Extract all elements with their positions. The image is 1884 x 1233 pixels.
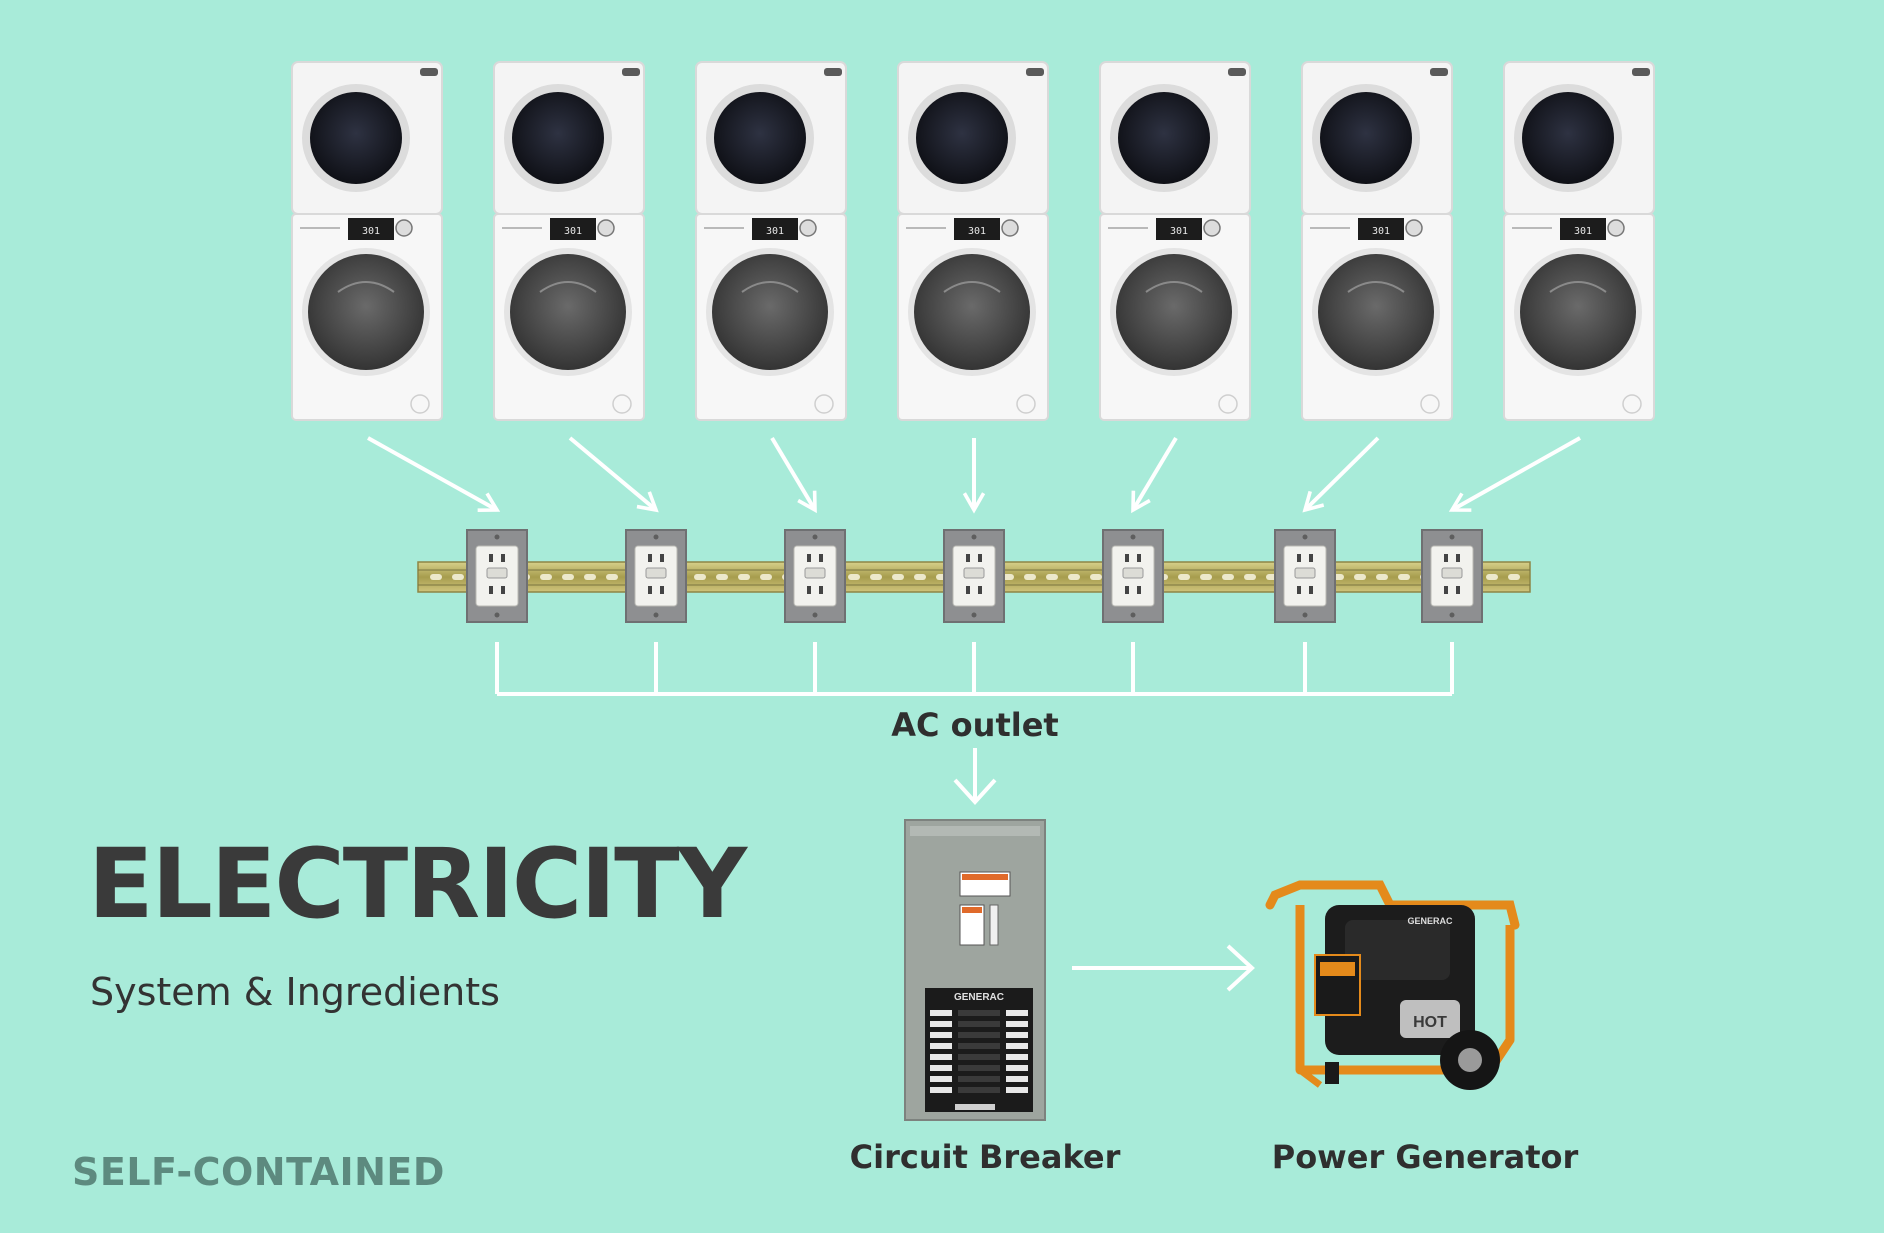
ac-outlet [625, 529, 687, 623]
dryer-door [1522, 92, 1614, 184]
washer-dryer-stacks: 301 301 301 301 301 301 301 [291, 61, 1655, 421]
circuit-breaker-panel: GENERAC [904, 819, 1046, 1121]
display-readout: 301 [1372, 226, 1390, 237]
washer-dryer-stack: 301 [1301, 61, 1453, 421]
dial-knob [395, 219, 413, 237]
arrow-to-breaker [953, 748, 997, 805]
feed-arrow [568, 436, 659, 513]
control-display [954, 218, 1000, 240]
page-title: ELECTRICITY [88, 828, 747, 940]
page-subtitle: System & Ingredients [90, 970, 500, 1014]
power-generator-label: Power Generator [1271, 1138, 1579, 1176]
machine-to-outlet-arrows [367, 436, 1581, 514]
dryer-door [310, 92, 402, 184]
ac-outlet [1421, 529, 1483, 623]
feed-arrow [770, 436, 817, 514]
tagline: SELF-CONTAINED [72, 1150, 445, 1194]
feed-arrow [1302, 436, 1380, 513]
washer-dryer-stack: 301 [493, 61, 645, 421]
dial-knob [597, 219, 615, 237]
display-readout: 301 [362, 226, 380, 237]
ac-outlet [1274, 529, 1336, 623]
display-readout: 301 [1574, 226, 1592, 237]
control-display [1358, 218, 1404, 240]
dryer-door [714, 92, 806, 184]
arrow-to-generator [1072, 944, 1255, 992]
display-readout: 301 [564, 226, 582, 237]
dial-knob [1607, 219, 1625, 237]
dial-knob [1405, 219, 1423, 237]
washer-door [308, 254, 424, 370]
washer-door [1116, 254, 1232, 370]
feed-arrow [1131, 436, 1178, 514]
dial-knob [1001, 219, 1019, 237]
dial-knob [799, 219, 817, 237]
display-readout: 301 [766, 226, 784, 237]
ac-outlet-label: AC outlet [891, 706, 1059, 744]
dryer-door [916, 92, 1008, 184]
ac-outlet [784, 529, 846, 623]
outlet-bracket [495, 642, 1454, 696]
power-generator: GENERAC HOT [1265, 880, 1520, 1090]
dial-knob [1203, 219, 1221, 237]
display-readout: 301 [1170, 226, 1188, 237]
ac-outlet [466, 529, 528, 623]
washer-dryer-stack: 301 [291, 61, 443, 421]
washer-door [1520, 254, 1636, 370]
control-display [1156, 218, 1202, 240]
washer-door [510, 254, 626, 370]
breaker-brand: GENERAC [954, 992, 1004, 1003]
display-readout: 301 [968, 226, 986, 237]
generator-brand: GENERAC [1407, 916, 1453, 926]
circuit-breaker-label: Circuit Breaker [849, 1138, 1121, 1176]
washer-dryer-stack: 301 [1099, 61, 1251, 421]
feed-arrow [1448, 436, 1581, 512]
washer-door [1318, 254, 1434, 370]
washer-dryer-stack: 301 [695, 61, 847, 421]
dryer-door [1320, 92, 1412, 184]
control-display [1560, 218, 1606, 240]
washer-dryer-stack: 301 [897, 61, 1049, 421]
washer-door [712, 254, 828, 370]
washer-door [914, 254, 1030, 370]
washer-dryer-stack: 301 [1503, 61, 1655, 421]
ac-outlet [943, 529, 1005, 623]
control-display [752, 218, 798, 240]
ac-outlet [1102, 529, 1164, 623]
generator-hot-label: HOT [1413, 1014, 1447, 1031]
feed-arrow [367, 436, 501, 512]
control-display [348, 218, 394, 240]
ac-outlets [466, 529, 1483, 623]
dryer-door [1118, 92, 1210, 184]
control-display [550, 218, 596, 240]
dryer-door [512, 92, 604, 184]
